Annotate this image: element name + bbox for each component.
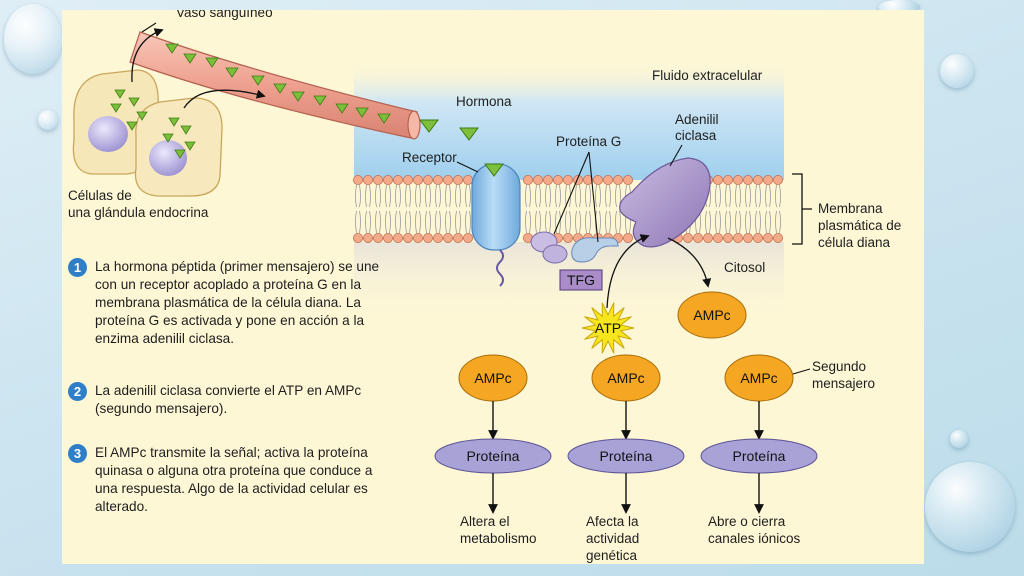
g-protein-label: Proteína G xyxy=(556,134,621,149)
vessel-hormones xyxy=(165,43,391,124)
step-text: La adenilil ciclasa convierte el ATP en … xyxy=(95,383,362,416)
protein-node-label: Proteína xyxy=(467,448,520,464)
outcome-1: Altera el metabolismo xyxy=(460,514,537,546)
water-drop xyxy=(4,4,62,74)
gtp-box xyxy=(559,269,603,291)
signal-transduction-diagram: TFG ATP AMPc AMPc Proteína AMPc Proteína… xyxy=(68,10,905,563)
leader-line xyxy=(456,161,479,173)
secretion-arrow xyxy=(183,89,266,109)
water-drop xyxy=(38,110,58,130)
camp-node-label: AMPc xyxy=(474,370,511,386)
atp-arrow xyxy=(606,234,650,309)
camp-node-top-label: AMPc xyxy=(693,307,730,323)
membrane-bracket xyxy=(792,173,812,245)
cell-hormones xyxy=(110,89,196,159)
leader-line xyxy=(553,151,590,235)
cascade-column-2: AMPc Proteína xyxy=(567,354,685,514)
diagram-panel: TFG ATP AMPc AMPc Proteína AMPc Proteína… xyxy=(62,10,924,564)
leader-line xyxy=(141,22,157,33)
vessel-label: Vaso sanguíneo xyxy=(176,10,273,20)
leader-line xyxy=(669,144,683,167)
cytosol-label: Citosol xyxy=(724,260,765,275)
protein-node-label: Proteína xyxy=(600,448,653,464)
step-number-badge: 3 xyxy=(68,444,87,463)
endocrine-cell xyxy=(134,97,223,197)
leader-line xyxy=(588,151,599,243)
step-text: La hormona péptida (primer mensajero) se… xyxy=(95,259,380,346)
gtp-label: TFG xyxy=(567,272,595,288)
cascade-column-1: AMPc Proteína xyxy=(434,354,552,514)
step-text: El AMPc transmite la señal; activa la pr… xyxy=(95,445,373,514)
water-drop xyxy=(940,54,974,88)
water-drop xyxy=(950,430,968,448)
protein-node-label: Proteína xyxy=(733,448,786,464)
camp-production-arrow xyxy=(667,237,712,288)
cells-label: Células de una glándula endocrina xyxy=(68,188,209,220)
plasma-membrane xyxy=(352,174,784,243)
outcome-3: Abre o cierra canales iónicos xyxy=(708,514,801,546)
cascade-column-3: AMPc Proteína xyxy=(700,354,818,514)
receptor xyxy=(471,163,521,287)
membrane-label: Membrana plasmática de célula diana xyxy=(818,201,905,250)
second-messenger-label: Segundo mensajero xyxy=(812,359,875,391)
step-number-badge: 1 xyxy=(68,258,87,277)
atp-label: ATP xyxy=(595,320,621,336)
adenylyl-label: Adenilil ciclasa xyxy=(675,112,722,143)
g-protein xyxy=(530,231,619,264)
hormone-molecule xyxy=(419,119,439,133)
step-number-badge: 2 xyxy=(68,382,87,401)
adenylyl-cyclase xyxy=(619,157,711,248)
secretion-arrow xyxy=(131,28,164,83)
outcome-2: Afecta la actividad genética xyxy=(586,514,643,563)
extracellular-label: Fluido extracelular xyxy=(652,68,763,83)
blood-vessel xyxy=(129,31,418,139)
hormone-label: Hormona xyxy=(456,94,512,109)
camp-node-top xyxy=(677,291,747,339)
water-drop xyxy=(925,462,1015,552)
leader-line xyxy=(792,368,811,375)
camp-node-label: AMPc xyxy=(607,370,644,386)
camp-node-label: AMPc xyxy=(740,370,777,386)
hormone-molecule xyxy=(459,127,479,141)
receptor-label: Receptor xyxy=(402,150,457,165)
atp-burst xyxy=(581,302,635,354)
blood-vessel-opening xyxy=(407,110,421,140)
